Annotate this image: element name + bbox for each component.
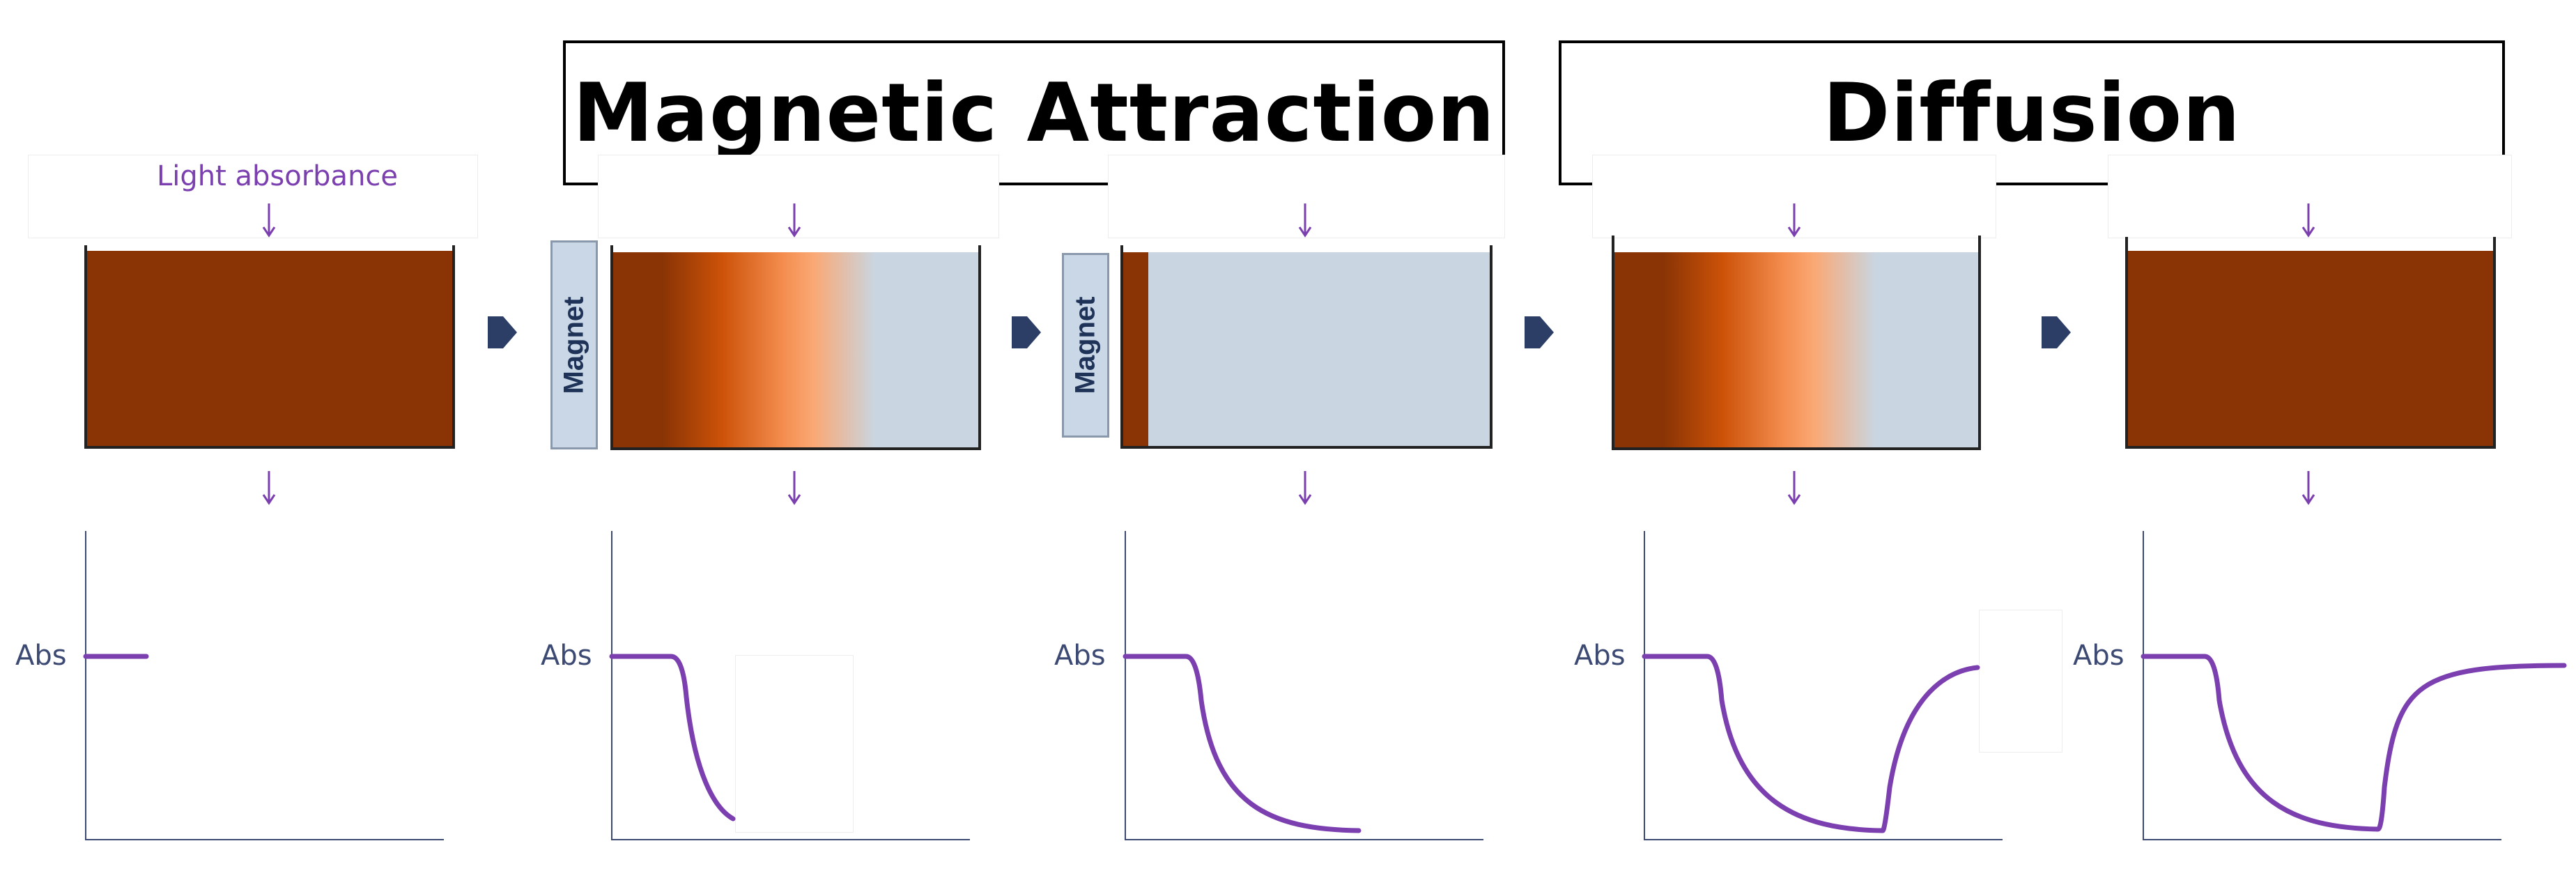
cuvette-fill [86, 251, 452, 446]
cuvette-wall [2125, 237, 2496, 449]
curve-decay-partial [609, 654, 736, 822]
cuvette-fill [2127, 251, 2493, 447]
absorbance-curves [83, 654, 2567, 833]
magnet-block: Magnet [550, 240, 598, 449]
down-arrow-icon [262, 203, 276, 238]
axis-frame [85, 531, 444, 840]
magnet-block: Magnet [1062, 253, 1109, 438]
down-arrow-icon [262, 471, 276, 505]
down-arrow-icon [1298, 471, 1312, 505]
abs-axis-label: Abs [2073, 640, 2124, 672]
cuvette-attraction-progress [610, 245, 981, 450]
down-arrow-icon [787, 203, 801, 238]
empty-frame [1979, 610, 2062, 753]
cuvette-wall [1120, 245, 1493, 449]
axis-frame [611, 531, 970, 840]
transmitted-light-arrows [262, 471, 2315, 505]
chevron-right-icon [2042, 316, 2071, 348]
cuvette-wall [84, 245, 455, 449]
chevron-right-icon [1012, 316, 1041, 348]
cuvette-uniform-dispersion [84, 245, 455, 449]
light-absorbance-caption: Light absorbance [156, 160, 399, 192]
abs-axis-label: Abs [15, 640, 67, 672]
down-arrow-icon [2301, 203, 2315, 238]
chevron-right-icon [1525, 316, 1554, 348]
cuvette-fill [612, 252, 978, 447]
sediment-layer [1122, 252, 1148, 446]
curve-recovery-full [2141, 654, 2567, 832]
axis-frame [1125, 531, 1483, 840]
incident-light-arrows [262, 203, 2315, 238]
empty-frame [1108, 155, 1505, 238]
cuvette-fully-attracted [1120, 245, 1493, 449]
abs-axis-label: Abs [1054, 640, 1106, 672]
axis-frame [2143, 531, 2501, 840]
absorbance-axes [85, 531, 2501, 840]
axis-frame [1644, 531, 2003, 840]
down-arrow-icon [787, 471, 801, 505]
curve-recovery-partial [1642, 654, 1980, 833]
empty-frame [28, 155, 478, 238]
chevron-right-icon [488, 316, 517, 348]
cuvette-diffusion-progress [1612, 236, 1981, 450]
cuvette-fill [1122, 252, 1490, 446]
abs-axis-label: Abs [541, 640, 592, 672]
process-chevrons [488, 316, 2071, 348]
cuvette-wall [1612, 236, 1981, 450]
down-arrow-icon [2301, 471, 2315, 505]
down-arrow-icon [1787, 203, 1801, 238]
empty-frame [598, 155, 999, 238]
abs-axis-label: Abs [1574, 640, 1626, 672]
curve-decay-full [1123, 654, 1362, 833]
empty-frame [735, 655, 854, 833]
cuvette-fully-diffused [2125, 237, 2496, 449]
down-arrow-icon [1787, 471, 1801, 505]
empty-frame [2108, 155, 2512, 238]
cuvette-fill [1613, 252, 1978, 447]
cuvette-wall [610, 245, 981, 450]
down-arrow-icon [1298, 203, 1312, 238]
